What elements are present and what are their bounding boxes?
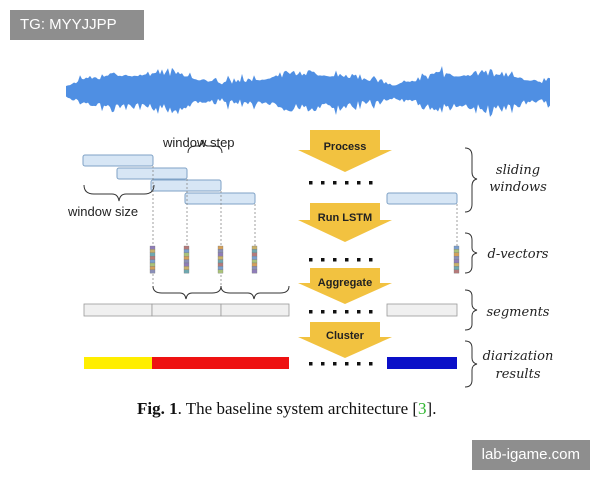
ellipsis-dot: [369, 258, 373, 262]
label-d-vectors: d-vectors: [488, 247, 549, 262]
segment-2: [151, 303, 222, 317]
ellipsis-dot: [333, 310, 337, 314]
result-yellow: [84, 357, 152, 369]
window-1: [82, 154, 154, 167]
ellipsis-dot: [345, 258, 349, 262]
ellipsis-dot: [357, 362, 361, 366]
segment-last: [386, 303, 458, 317]
ellipsis-dot: [321, 258, 325, 262]
ellipsis-dot: [357, 258, 361, 262]
label-segments: segments: [487, 305, 550, 320]
ellipsis-dot: [369, 310, 373, 314]
waveform-shape: [66, 66, 550, 117]
ellipsis-dot: [345, 310, 349, 314]
ellipsis-dot: [369, 362, 373, 366]
result-red: [152, 357, 289, 369]
window-step-label: window step: [162, 135, 235, 150]
step-process-label: Process: [324, 141, 367, 153]
aggregate-brace-2: [220, 285, 290, 300]
step-cluster: Cluster: [298, 322, 392, 358]
step-run-lstm: Run LSTM: [298, 203, 392, 242]
ellipsis-dots: [309, 181, 373, 366]
caption-end: ].: [427, 399, 437, 418]
window-size-label: window size: [67, 204, 138, 219]
watermark-top-left: TG: MYYJJPP: [10, 10, 144, 40]
d-vector: [217, 245, 224, 274]
ellipsis-dot: [357, 181, 361, 185]
label-windows: windows: [489, 180, 547, 195]
label-sliding: sliding: [496, 163, 540, 178]
d-vector: [453, 245, 460, 274]
window-2: [116, 167, 188, 180]
ellipsis-dot: [321, 181, 325, 185]
result-blue: [387, 357, 457, 369]
label-diarization: diarization: [483, 349, 554, 364]
caption-fig: Fig. 1: [137, 399, 178, 418]
ellipsis-dot: [333, 181, 337, 185]
ellipsis-dot: [309, 258, 313, 262]
step-aggregate: Aggregate: [298, 268, 392, 304]
figure-caption: Fig. 1. The baseline system architecture…: [137, 399, 436, 418]
ellipsis-dot: [333, 258, 337, 262]
audio-waveform: [66, 66, 550, 117]
ellipsis-dot: [345, 362, 349, 366]
label-results: results: [495, 367, 540, 382]
ellipsis-dot: [309, 181, 313, 185]
window-size-brace: [83, 184, 155, 202]
caption-text: . The baseline system architecture [: [178, 399, 419, 418]
ellipsis-dot: [309, 362, 313, 366]
window-3: [150, 179, 222, 192]
window-step-brace: [187, 139, 223, 154]
ellipsis-dot: [369, 181, 373, 185]
d-vector: [149, 245, 156, 274]
ellipsis-dot: [321, 362, 325, 366]
segment-1: [83, 303, 153, 317]
side-braces: [464, 147, 478, 388]
ellipsis-dot: [333, 362, 337, 366]
window-last: [386, 192, 458, 205]
d-vector: [251, 245, 258, 274]
step-aggregate-label: Aggregate: [318, 277, 372, 289]
segment-3: [220, 303, 290, 317]
caption-ref: 3: [418, 399, 427, 418]
d-vector: [183, 245, 190, 274]
ellipsis-dot: [309, 310, 313, 314]
aggregate-brace-1: [152, 285, 222, 300]
watermark-bottom-right: lab-igame.com: [471, 440, 590, 470]
window-guides: [152, 166, 458, 290]
step-cluster-label: Cluster: [326, 330, 365, 342]
ellipsis-dot: [321, 310, 325, 314]
ellipsis-dot: [357, 310, 361, 314]
step-process: Process: [298, 130, 392, 172]
d-vector-group: [149, 245, 460, 274]
ellipsis-dot: [345, 181, 349, 185]
window-4: [184, 192, 256, 205]
step-run-lstm-label: Run LSTM: [318, 212, 372, 224]
